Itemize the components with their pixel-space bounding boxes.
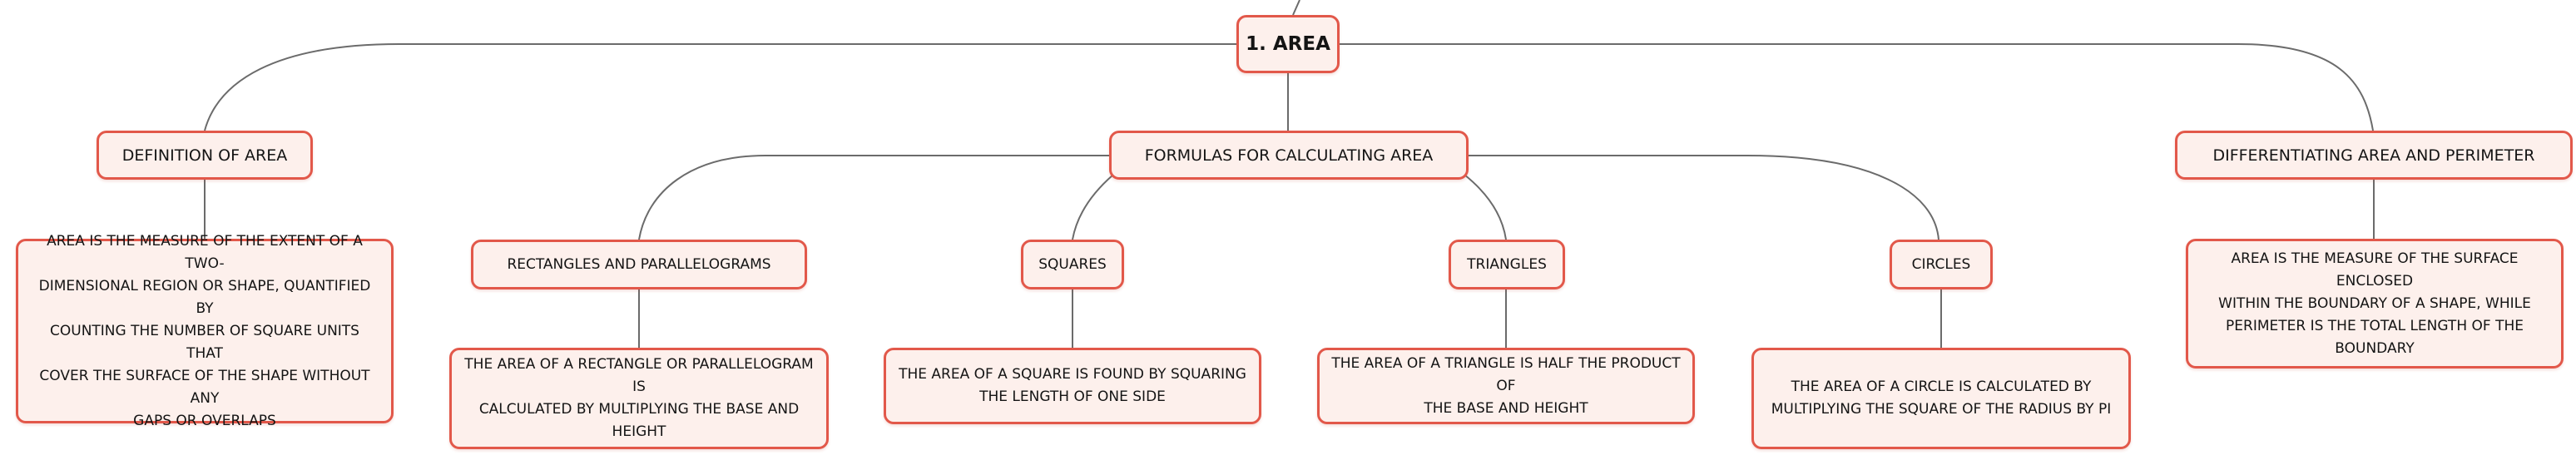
rectangles-detail-node[interactable]: THE AREA OF A RECTANGLE OR PARALLELOGRAM…: [449, 348, 829, 449]
detail-line: THE LENGTH OF ONE SIDE: [979, 388, 1166, 405]
detail-line: MULTIPLYING THE SQUARE OF THE RADIUS BY …: [1771, 401, 2112, 418]
detail-line: PERIMETER IS THE TOTAL LENGTH OF THE: [2226, 317, 2524, 334]
detail-line: THE AREA OF A TRIANGLE IS HALF THE PRODU…: [1331, 354, 1681, 394]
detail-line: COVER THE SURFACE OF THE SHAPE WITHOUT A…: [39, 367, 370, 407]
circles-detail-text: THE AREA OF A CIRCLE IS CALCULATED BY MU…: [1771, 376, 2111, 421]
detail-line: DIMENSIONAL REGION OR SHAPE, QUANTIFIED …: [38, 277, 371, 317]
detail-line: COUNTING THE NUMBER OF SQUARE UNITS THAT: [50, 322, 359, 362]
connector-root-definition: [204, 43, 1236, 131]
connector-root-differentiating: [1340, 43, 2374, 131]
definition-label: DEFINITION OF AREA: [121, 146, 288, 165]
connector-formulas-circles: [1469, 155, 1939, 240]
definition-node[interactable]: DEFINITION OF AREA: [97, 131, 313, 180]
triangles-label: TRIANGLES: [1467, 256, 1547, 273]
detail-line: WITHIN THE BOUNDARY OF A SHAPE, WHILE: [2218, 294, 2531, 312]
squares-label: SQUARES: [1038, 256, 1107, 273]
triangles-node[interactable]: TRIANGLES: [1449, 240, 1565, 289]
connector-formulas-rectangles: [638, 155, 1109, 240]
circles-detail-node[interactable]: THE AREA OF A CIRCLE IS CALCULATED BY MU…: [1751, 348, 2131, 449]
detail-line: THE BASE AND HEIGHT: [1424, 399, 1588, 417]
detail-line: HEIGHT: [612, 423, 666, 440]
differentiating-node[interactable]: DIFFERENTIATING AREA AND PERIMETER: [2175, 131, 2573, 180]
detail-line: BOUNDARY: [2335, 339, 2415, 357]
connector-formulas-triangles: [1464, 174, 1507, 240]
differentiating-label: DIFFERENTIATING AREA AND PERIMETER: [2212, 146, 2535, 165]
definition-detail-text: AREA IS THE MEASURE OF THE EXTENT OF A T…: [30, 230, 379, 433]
detail-line: AREA IS THE MEASURE OF THE SURFACE ENCLO…: [2231, 250, 2519, 289]
rectangles-detail-text: THE AREA OF A RECTANGLE OR PARALLELOGRAM…: [463, 354, 815, 443]
detail-line: AREA IS THE MEASURE OF THE EXTENT OF A T…: [47, 232, 363, 272]
circles-label: CIRCLES: [1911, 256, 1971, 273]
squares-node[interactable]: SQUARES: [1021, 240, 1124, 289]
formulas-label: FORMULAS FOR CALCULATING AREA: [1144, 146, 1434, 165]
squares-detail-node[interactable]: THE AREA OF A SQUARE IS FOUND BY SQUARIN…: [884, 348, 1261, 424]
formulas-node[interactable]: FORMULAS FOR CALCULATING AREA: [1109, 131, 1469, 180]
detail-line: CALCULATED BY MULTIPLYING THE BASE AND: [478, 401, 800, 418]
detail-line: THE AREA OF A SQUARE IS FOUND BY SQUARIN…: [899, 366, 1246, 383]
detail-line: GAPS OR OVERLAPS: [133, 412, 276, 429]
rectangles-label: RECTANGLES AND PARALLELOGRAMS: [507, 256, 771, 273]
connector-parent-root: [1292, 0, 1300, 16]
definition-detail-node[interactable]: AREA IS THE MEASURE OF THE EXTENT OF A T…: [16, 233, 394, 429]
detail-line: THE AREA OF A CIRCLE IS CALCULATED BY: [1791, 378, 2092, 395]
root-node[interactable]: 1. AREA: [1236, 15, 1340, 73]
rectangles-node[interactable]: RECTANGLES AND PARALLELOGRAMS: [471, 240, 807, 289]
root-label: 1. AREA: [1246, 33, 1330, 55]
differentiating-detail-node[interactable]: AREA IS THE MEASURE OF THE SURFACE ENCLO…: [2186, 239, 2564, 369]
triangles-detail-text: THE AREA OF A TRIANGLE IS HALF THE PRODU…: [1331, 353, 1681, 420]
circles-node[interactable]: CIRCLES: [1890, 240, 1993, 289]
squares-detail-text: THE AREA OF A SQUARE IS FOUND BY SQUARIN…: [899, 364, 1246, 408]
triangles-detail-node[interactable]: THE AREA OF A TRIANGLE IS HALF THE PRODU…: [1317, 348, 1695, 424]
differentiating-detail-text: AREA IS THE MEASURE OF THE SURFACE ENCLO…: [2200, 248, 2549, 360]
connector-formulas-squares: [1072, 174, 1114, 240]
detail-line: THE AREA OF A RECTANGLE OR PARALLELOGRAM…: [464, 356, 814, 395]
